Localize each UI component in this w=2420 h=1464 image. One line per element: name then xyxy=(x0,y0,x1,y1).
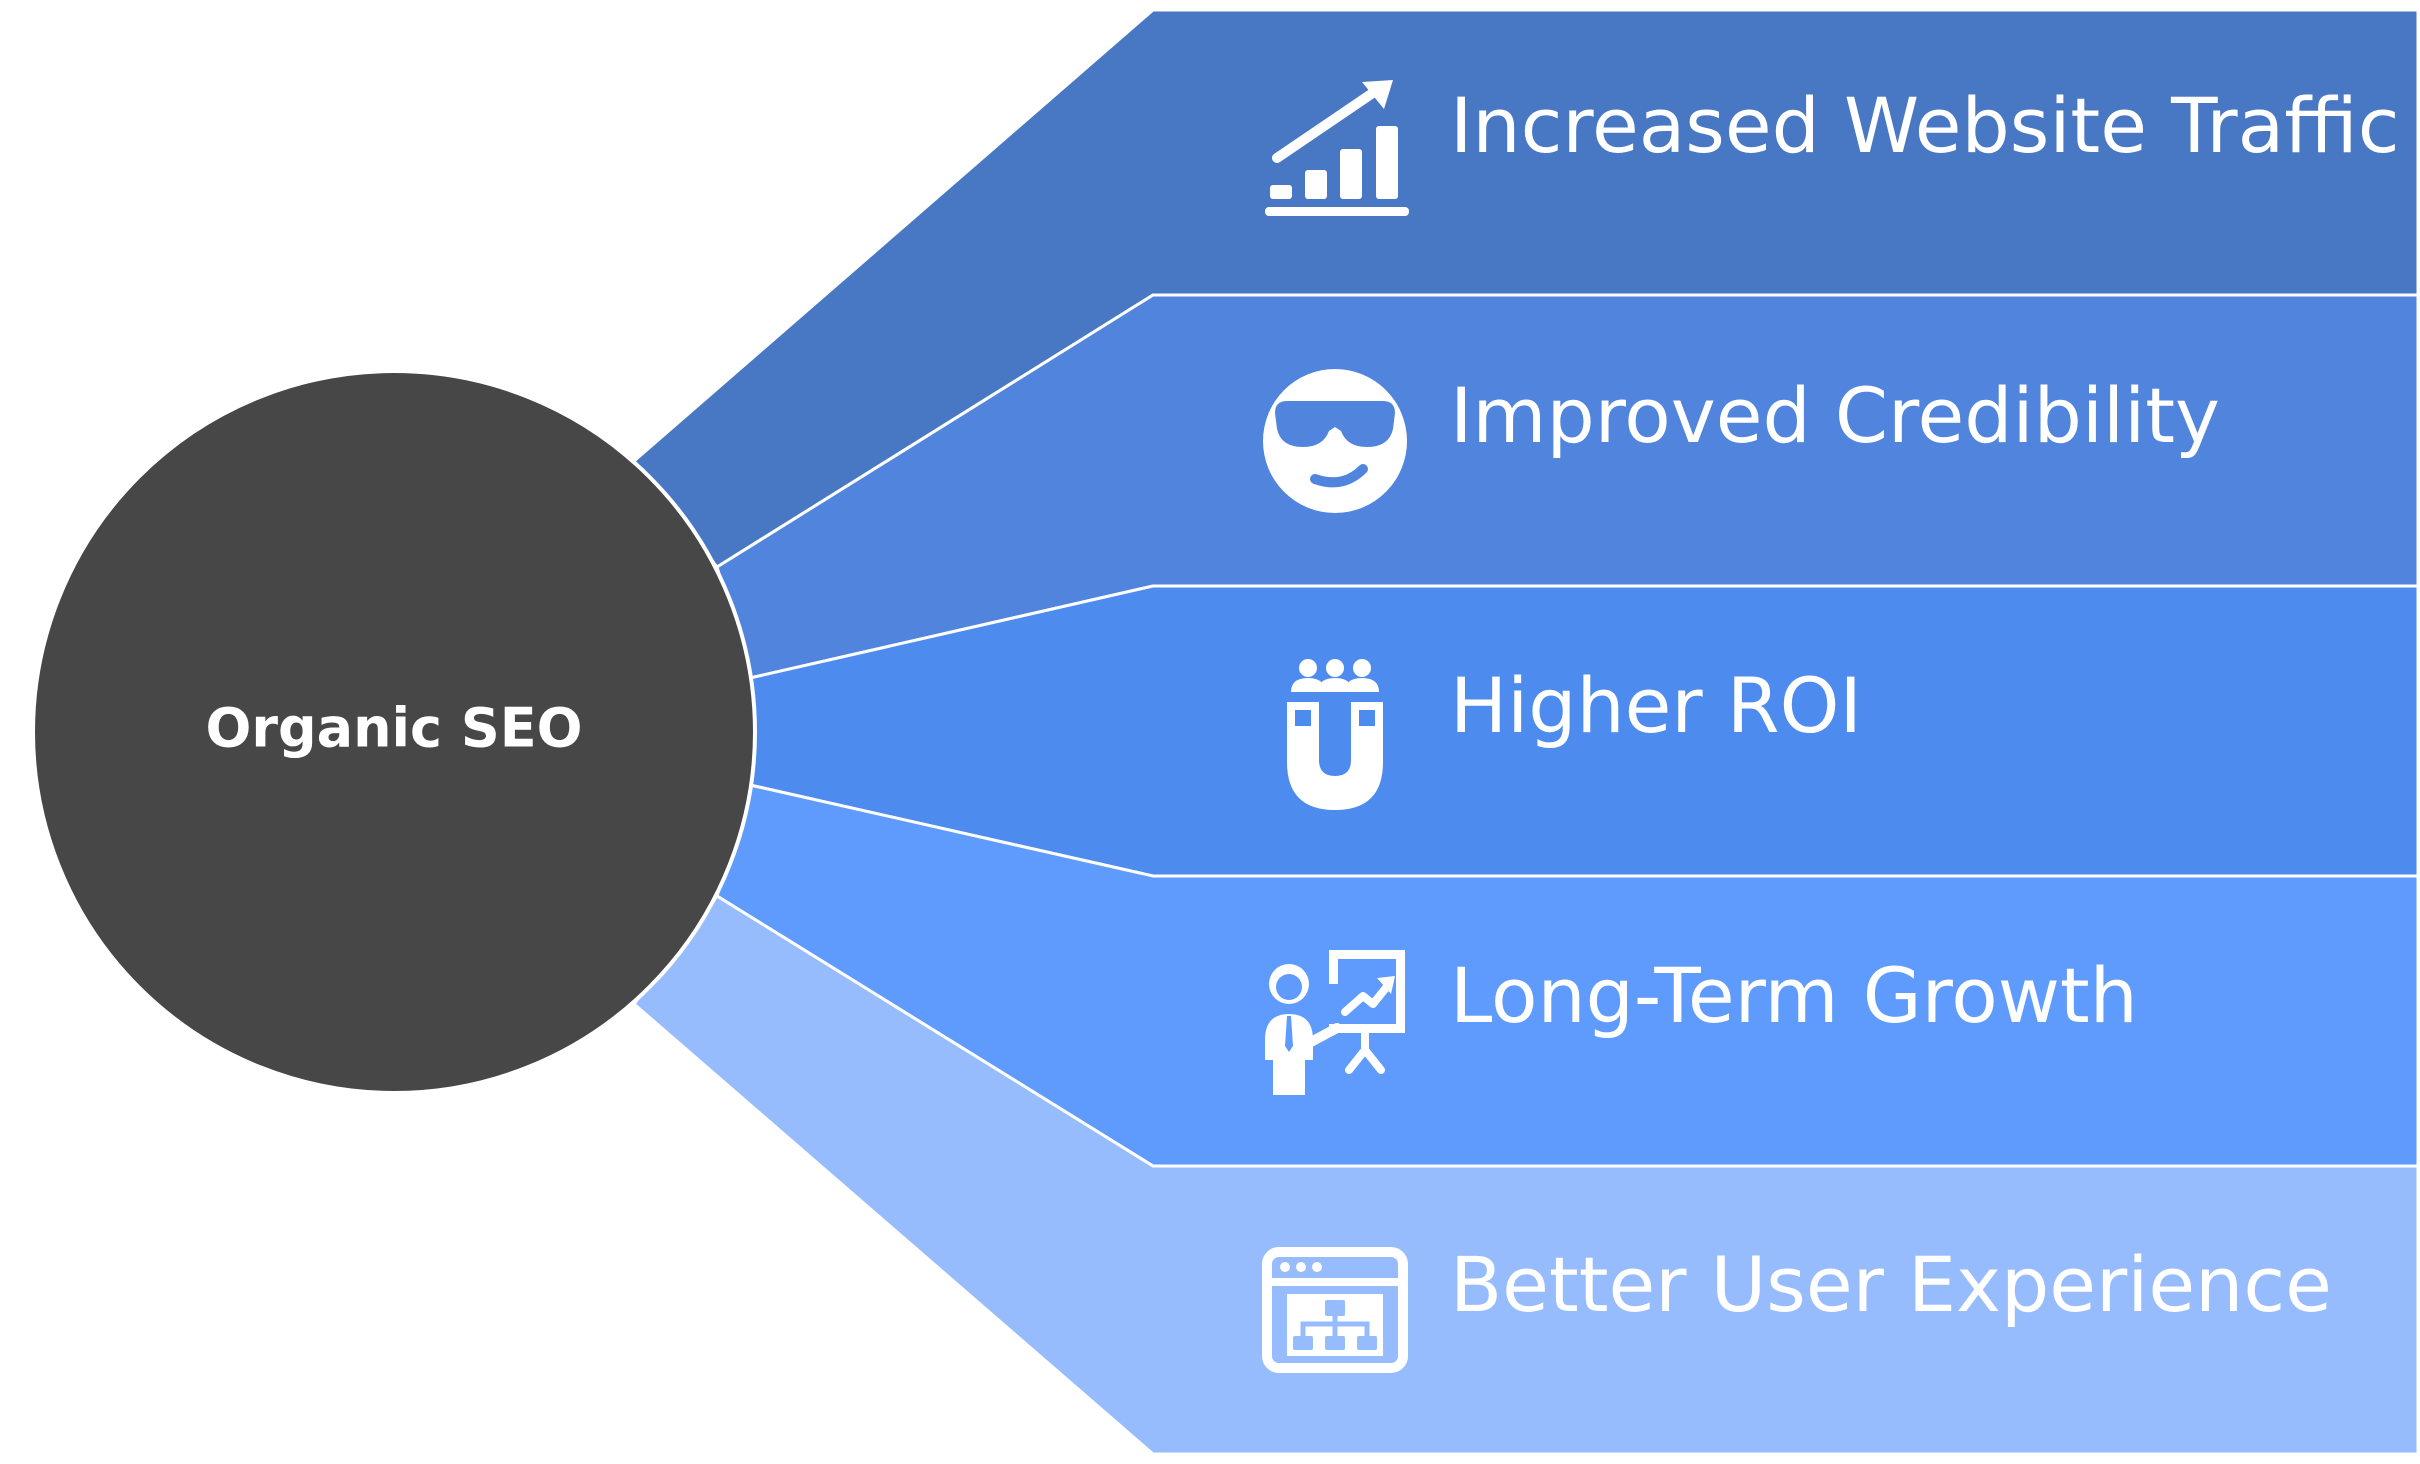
center-label: Organic SEO xyxy=(205,697,582,760)
cool-face-sunglasses-icon xyxy=(1263,369,1407,513)
branch-label-increased-traffic: Increased Website Traffic xyxy=(1450,81,2399,170)
growth-chart-icon xyxy=(1265,80,1409,216)
branch-label-better-ux: Better User Experience xyxy=(1450,1240,2332,1329)
magnet-attracting-people-icon xyxy=(1287,659,1383,810)
browser-sitemap-icon xyxy=(1262,1247,1408,1373)
branch-bands xyxy=(631,8,2420,1456)
center-circle xyxy=(31,369,757,1095)
branch-label-long-term-growth: Long-Term Growth xyxy=(1450,951,2138,1040)
presenter-with-chart-icon xyxy=(1265,950,1405,1095)
branch-label-higher-roi: Higher ROI xyxy=(1450,661,1862,750)
center-hub: Organic SEO xyxy=(31,369,757,1095)
branch-label-improved-credibility: Improved Credibility xyxy=(1450,371,2220,460)
